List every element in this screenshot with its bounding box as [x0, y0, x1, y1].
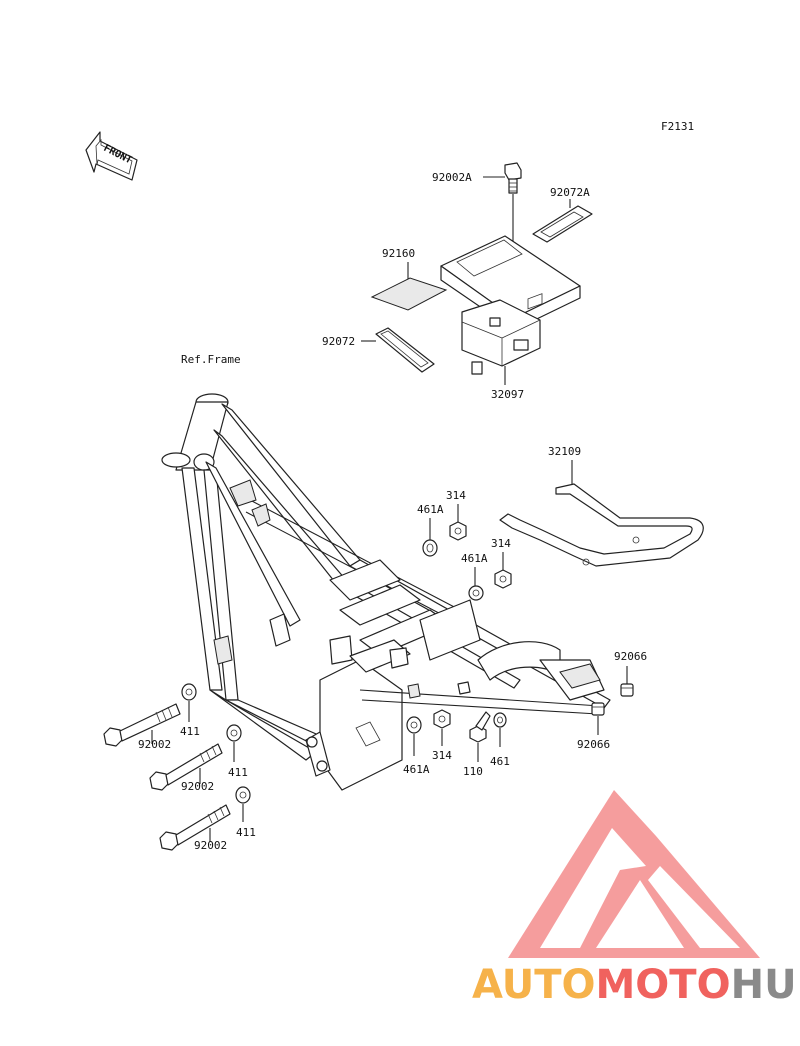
- watermark-moto: MOTO: [596, 962, 731, 1008]
- collar-461a-b: [468, 585, 484, 601]
- label-411-b: 411: [228, 766, 248, 779]
- collar-461a-a: [422, 539, 438, 557]
- label-461a-a: 461A: [417, 503, 444, 516]
- washer-411-a: [181, 683, 197, 701]
- bolt-110: [469, 711, 491, 743]
- bracket-32109: [499, 483, 704, 567]
- label-110: 110: [463, 765, 483, 778]
- bolt-92002-b: [149, 743, 223, 791]
- strap-92072a: [532, 199, 593, 243]
- label-92066-a: 92066: [614, 650, 647, 663]
- label-314-a: 314: [446, 489, 466, 502]
- cap-92066-b: [591, 702, 605, 716]
- label-92066-b: 92066: [577, 738, 610, 751]
- label-461: 461: [490, 755, 510, 768]
- figure-code: F2131: [661, 120, 694, 133]
- label-461a-c: 461A: [403, 763, 430, 776]
- label-92002-a: 92002: [138, 738, 171, 751]
- watermark-text: AUTOMOTOHUB: [472, 962, 800, 1008]
- label-92002-b: 92002: [181, 780, 214, 793]
- label-314-b: 314: [491, 537, 511, 550]
- bolt-92002-a: [103, 703, 181, 747]
- label-92160: 92160: [382, 247, 415, 260]
- washer-411-b: [226, 724, 242, 742]
- pad-92160: [370, 277, 448, 311]
- label-92002-c: 92002: [194, 839, 227, 852]
- watermark-hub: HUB: [731, 962, 800, 1008]
- motorcycle-frame: [161, 393, 611, 791]
- label-411-a: 411: [180, 725, 200, 738]
- collar-461a-c: [406, 716, 422, 734]
- label-32109: 32109: [548, 445, 581, 458]
- cap-92066-a: [620, 683, 634, 697]
- label-411-c: 411: [236, 826, 256, 839]
- strap-92072: [375, 327, 435, 373]
- watermark-auto: AUTO: [472, 962, 596, 1008]
- bolt-92002-c: [159, 804, 231, 851]
- label-92002a: 92002A: [432, 171, 472, 184]
- label-32097: 32097: [491, 388, 524, 401]
- watermark-logo-icon: [508, 790, 760, 958]
- label-314-c: 314: [432, 749, 452, 762]
- label-92072: 92072: [322, 335, 355, 348]
- label-92072a: 92072A: [550, 186, 590, 199]
- battery-case-32097: [440, 235, 581, 375]
- nut-314-b: [494, 569, 512, 589]
- nut-314-c: [433, 709, 451, 729]
- collar-461: [493, 712, 507, 728]
- nut-314-a: [449, 521, 467, 541]
- front-arrow-icon: FRONT: [85, 131, 138, 181]
- label-461a-b: 461A: [461, 552, 488, 565]
- washer-411-c: [235, 786, 251, 804]
- ref-frame-label: Ref.Frame: [181, 353, 241, 366]
